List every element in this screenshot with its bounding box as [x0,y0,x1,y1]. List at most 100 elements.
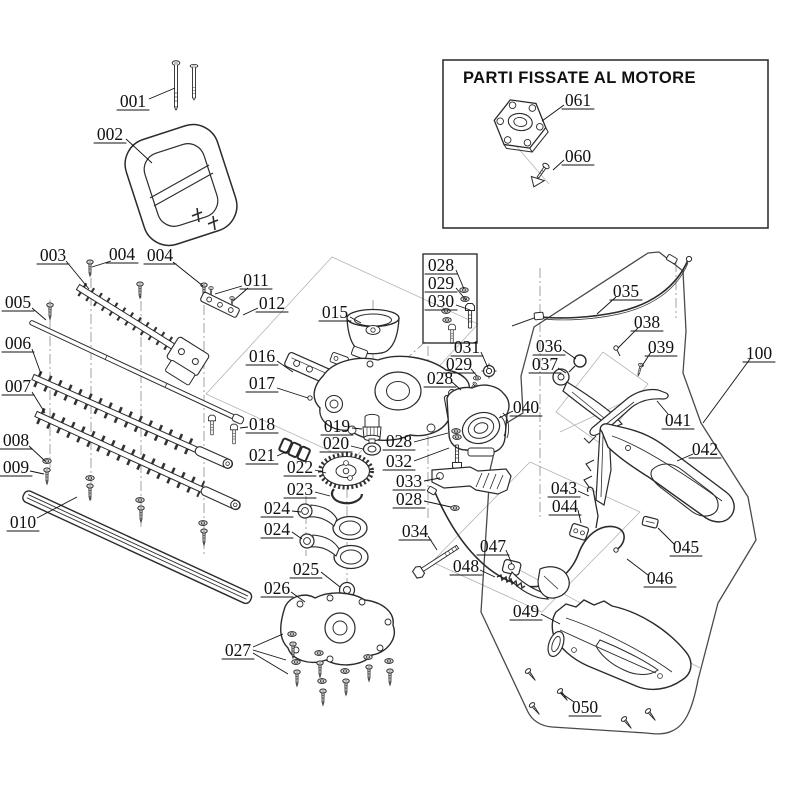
part-number-036: 036 [536,336,563,356]
part-number-032: 032 [386,451,412,471]
part-label-028: 028 [382,431,449,451]
part-026-drawing [280,592,395,666]
part-number-024: 024 [264,519,291,539]
part-label-061: 061 [541,90,595,122]
part-label-025: 025 [289,559,341,588]
part-number-002: 002 [97,124,123,144]
part-010-drawing [22,490,253,605]
part-number-060: 060 [565,146,592,166]
part-label-045: 045 [657,527,703,557]
part-label-033: 033 [392,471,441,491]
inset-title: PARTI FISSATE AL MOTORE [463,69,696,87]
part-label-027: 027 [221,633,289,675]
part-label-024: 024 [260,498,302,518]
part-label-049: 049 [509,601,561,625]
part-label-003: 003 [36,245,90,290]
part-label-029: 029 [424,273,467,301]
part-label-028: 028 [424,255,465,290]
part-label-037: 037 [528,354,567,374]
part-number-003: 003 [40,245,67,265]
part-043-drawing [586,486,599,529]
part-number-026: 026 [264,578,291,598]
part-label-019: 019 [320,416,363,436]
part-label-042: 042 [676,439,722,462]
part-005-drawing [29,320,245,425]
part-label-028: 028 [392,489,452,509]
part-number-028: 028 [428,255,455,275]
part-number-004: 004 [109,244,136,264]
part-044-drawing [569,523,590,541]
part-number-015: 015 [322,302,349,322]
part-number-005: 005 [5,292,32,312]
part-label-029: 029 [442,354,478,377]
part-number-028: 028 [396,489,423,509]
part-number-025: 025 [293,559,320,579]
part-label-040: 040 [498,397,543,419]
part-028d-washer [450,505,460,511]
part-label-023: 023 [283,479,331,499]
part-label-100: 100 [702,343,776,424]
part-label-010: 010 [6,496,78,532]
part-061-drawing [493,99,549,153]
part-label-018: 018 [239,414,279,434]
part-011-012-drawing [200,291,240,318]
part-number-024: 024 [264,498,291,518]
part-number-043: 043 [551,478,578,498]
part-number-050: 050 [572,697,599,717]
part-035-drawing [511,254,693,327]
part-019-drawing [362,413,382,445]
part-label-038: 038 [617,312,664,349]
part-031-drawing [458,363,497,395]
part-006-drawing [31,370,234,469]
part-label-004: 004 [91,244,139,268]
part-007-drawing [34,407,241,511]
part-number-039: 039 [648,337,675,357]
part-002-drawing [124,123,238,247]
part-label-005: 005 [1,292,47,321]
part-number-044: 044 [552,496,579,516]
part-label-036: 036 [532,336,577,360]
part-number-012: 012 [259,293,285,313]
part-label-006: 006 [1,333,42,375]
part-034-drawing [411,544,460,579]
part-number-029: 029 [428,273,455,293]
part-number-017: 017 [249,373,276,393]
part-047-drawing [501,559,570,600]
part-number-034: 034 [402,521,429,541]
part-number-035: 035 [613,281,640,301]
part-label-044: 044 [548,496,582,524]
part-label-034: 034 [398,521,438,551]
part-number-030: 030 [428,291,455,311]
part-number-037: 037 [532,354,559,374]
part-022-drawing [318,452,374,490]
part-040-drawing [443,384,510,457]
part-number-029: 029 [446,354,473,374]
hardware-box [422,253,478,344]
part-048-drawing [496,573,526,590]
part-label-031: 031 [450,337,489,369]
powerhead-outline [480,251,757,735]
part-number-006: 006 [5,333,32,353]
part-number-022: 022 [287,457,313,477]
part-label-004: 004 [143,245,204,287]
part-label-007: 007 [1,376,46,414]
part-number-031: 031 [454,337,480,357]
part-label-048: 048 [449,556,496,578]
part-label-022: 022 [283,457,327,477]
part-number-047: 047 [480,536,507,556]
part-number-028: 028 [386,431,413,451]
part-020-drawing [362,442,382,456]
part-label-035: 035 [596,281,643,315]
part-042-drawing [583,423,735,523]
part-003-drawing [75,282,210,386]
part-label-021: 021 [245,445,289,465]
part-036-drawing [568,354,587,373]
part-number-009: 009 [3,457,30,477]
part-number-008: 008 [3,430,30,450]
part-045-drawing [641,515,659,529]
part-021-drawing [278,437,311,463]
part-label-032: 032 [382,447,450,471]
part-number-007: 007 [5,376,32,396]
